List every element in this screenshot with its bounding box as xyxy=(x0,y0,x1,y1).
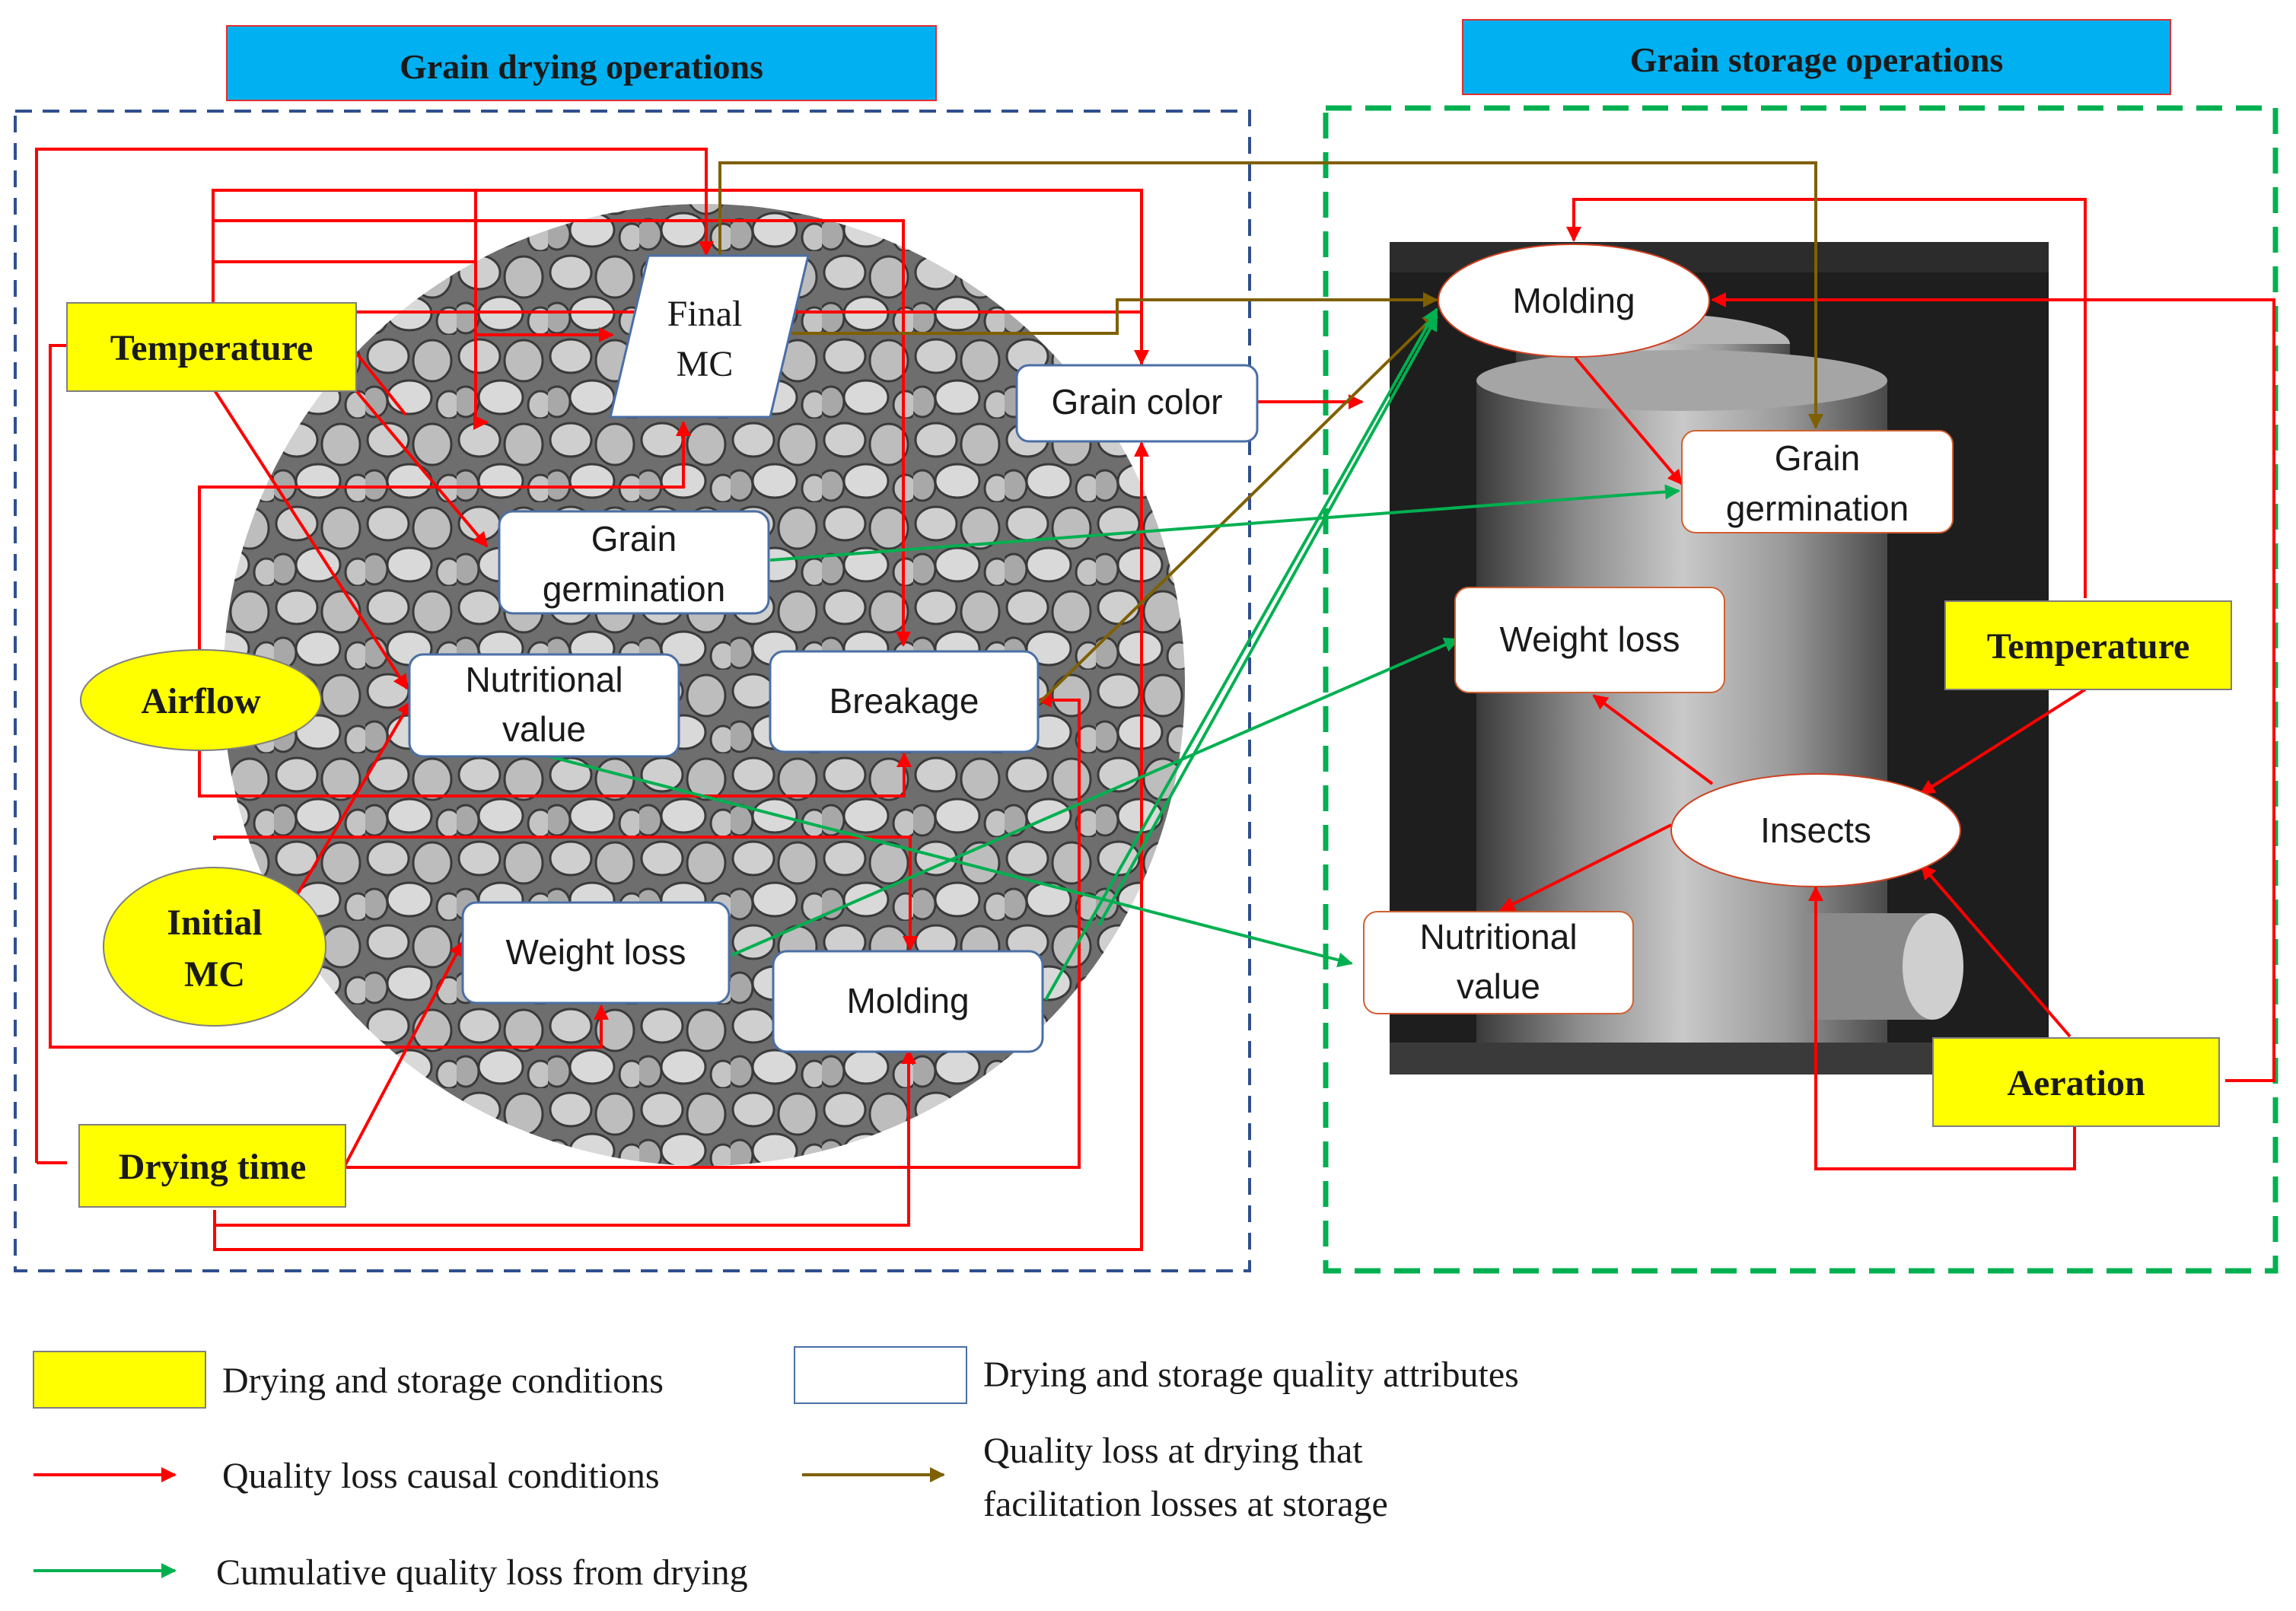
drying-time-node: Drying time xyxy=(78,1124,346,1208)
arrow-airflow-to-final-mc xyxy=(198,421,691,694)
drying-nutritional-value-node: Nutritional value xyxy=(408,653,680,758)
drying-final-mc-node: Final MC xyxy=(609,254,810,419)
drying-initial-mc-node: Initial MC xyxy=(103,867,326,1027)
legend-attributes-swatch xyxy=(794,1346,967,1404)
storage-weight-loss-label: Weight loss xyxy=(1500,619,1680,659)
arrow-initial-mc-to-nutritional xyxy=(294,700,412,899)
storage-molding-label: Molding xyxy=(1512,281,1635,320)
storage-nutritional-value-label-1: Nutritional xyxy=(1419,917,1577,957)
storage-grain-germination-label-2: germination xyxy=(1726,489,1909,528)
arrow-temp-to-grain-germ xyxy=(352,387,489,548)
arrow-temp-to-weight-loss xyxy=(49,344,609,1049)
arrow-drying-time-to-final-mc xyxy=(35,148,714,1163)
arrow-breakage-to-storage-molding xyxy=(1037,312,1438,705)
arrow-temp-branch xyxy=(352,349,407,416)
drying-final-mc-label-2: MC xyxy=(677,344,734,384)
arrow-aeration-to-molding xyxy=(1711,292,2275,1082)
drying-initial-mc-label-2: MC xyxy=(184,954,245,995)
arrow-molding-cumulative-b xyxy=(1097,315,1438,926)
arrow-drying-time-to-breakage xyxy=(344,692,1081,1169)
drying-breakage-node: Breakage xyxy=(769,650,1040,753)
legend-conditions-swatch xyxy=(33,1351,206,1409)
drying-final-mc-label-1: Final xyxy=(667,294,743,334)
arrow-aeration-to-insects-bottom xyxy=(1808,886,2076,1170)
storage-nutritional-value-node: Nutritional value xyxy=(1363,911,1634,1014)
drying-temperature-label: Temperature xyxy=(110,328,314,368)
arrow-drying-time-to-molding xyxy=(213,1049,916,1227)
drying-nutritional-value-label-2: value xyxy=(502,709,586,749)
storage-header-title: Grain storage operations xyxy=(1630,40,2004,79)
cumulative-arrows xyxy=(537,307,1680,1001)
storage-temperature-node: Temperature xyxy=(1944,600,2232,690)
arrow-drying-time-to-weight-loss xyxy=(342,941,464,1168)
drying-weight-loss-label: Weight loss xyxy=(506,932,686,972)
drying-temperature-node: Temperature xyxy=(66,302,357,392)
drying-airflow-label: Airflow xyxy=(141,681,261,721)
storage-section-frame xyxy=(1323,105,2278,1274)
storage-header-box xyxy=(1462,19,2171,95)
drying-grain-color-label: Grain color xyxy=(1052,382,1223,422)
storage-aeration-node: Aeration xyxy=(1932,1037,2220,1127)
storage-grain-germination-label-1: Grain xyxy=(1775,438,1860,478)
storage-aeration-label: Aeration xyxy=(2007,1063,2145,1103)
legend-causal-label: Quality loss causal conditions xyxy=(222,1456,660,1496)
arrow-storage-temp-to-molding xyxy=(1566,198,2087,598)
drying-molding-node: Molding xyxy=(772,950,1044,1053)
storage-nutritional-value-label-2: value xyxy=(1457,966,1540,1006)
drying-airflow-node: Airflow xyxy=(80,649,322,751)
legend: Drying and storage conditions Drying and… xyxy=(33,1346,1519,1593)
arrow-temp-to-nutritional-value xyxy=(212,387,409,690)
arrow-germination-cumulative xyxy=(769,484,1680,562)
arrow-insects-to-weight-loss xyxy=(1592,694,1714,785)
drying-header-box xyxy=(226,25,937,101)
arrow-temp-to-final-mc xyxy=(212,260,614,342)
drying-header-title: Grain drying operations xyxy=(400,47,763,86)
drying-weight-loss-node: Weight loss xyxy=(461,901,731,1004)
storage-insects-node: Insects xyxy=(1670,773,1961,887)
arrow-insects-to-nutritional xyxy=(1499,823,1672,912)
arrow-final-mc-to-storage-germination xyxy=(718,161,1823,429)
drying-nutritional-value-label-1: Nutritional xyxy=(465,660,623,699)
causal-arrows-storage xyxy=(1499,198,2275,1170)
drying-section-frame xyxy=(14,110,1251,1272)
arrow-final-mc-to-storage-molding xyxy=(791,292,1438,335)
storage-weight-loss-node: Weight loss xyxy=(1454,587,1725,693)
drying-time-label: Drying time xyxy=(119,1147,307,1187)
arrow-aeration-to-insects xyxy=(1920,864,2071,1038)
storage-insects-label: Insects xyxy=(1760,810,1871,850)
storage-temperature-label: Temperature xyxy=(1987,626,2190,667)
drying-molding-label: Molding xyxy=(846,981,969,1020)
arrow-storage-temp-to-insects xyxy=(1919,688,2087,795)
arrow-temp-to-grain-color xyxy=(213,189,1149,365)
arrow-nutritional-cumulative xyxy=(537,752,1353,968)
arrow-molding-cumulative-a xyxy=(1044,307,1438,1001)
legend-cumulative-label: Cumulative quality loss from drying xyxy=(216,1552,748,1593)
arrow-molding-to-germination xyxy=(1574,356,1683,486)
drying-grain-germination-label-1: Grain xyxy=(591,519,677,559)
legend-conditions-label: Drying and storage conditions xyxy=(222,1361,664,1401)
storage-molding-node: Molding xyxy=(1438,244,1710,358)
facilitation-arrows xyxy=(718,161,1823,705)
arrow-airflow-to-breakage xyxy=(198,737,912,798)
legend-facilitation-label-2: facilitation losses at storage xyxy=(983,1484,1388,1524)
arrow-weight-loss-cumulative xyxy=(731,638,1460,957)
drying-grain-germination-label-2: germination xyxy=(543,569,725,609)
drying-grain-germination-node: Grain germination xyxy=(498,510,770,615)
drying-breakage-label: Breakage xyxy=(830,681,979,721)
drying-initial-mc-label-1: Initial xyxy=(167,903,262,943)
drying-grain-color-node: Grain color xyxy=(1015,364,1259,443)
legend-facilitation-label-1: Quality loss at drying that xyxy=(983,1431,1363,1471)
arrow-initial-mc-to-molding xyxy=(213,836,918,951)
storage-grain-germination-node: Grain germination xyxy=(1681,430,1954,533)
legend-attributes-label: Drying and storage quality attributes xyxy=(983,1355,1519,1395)
